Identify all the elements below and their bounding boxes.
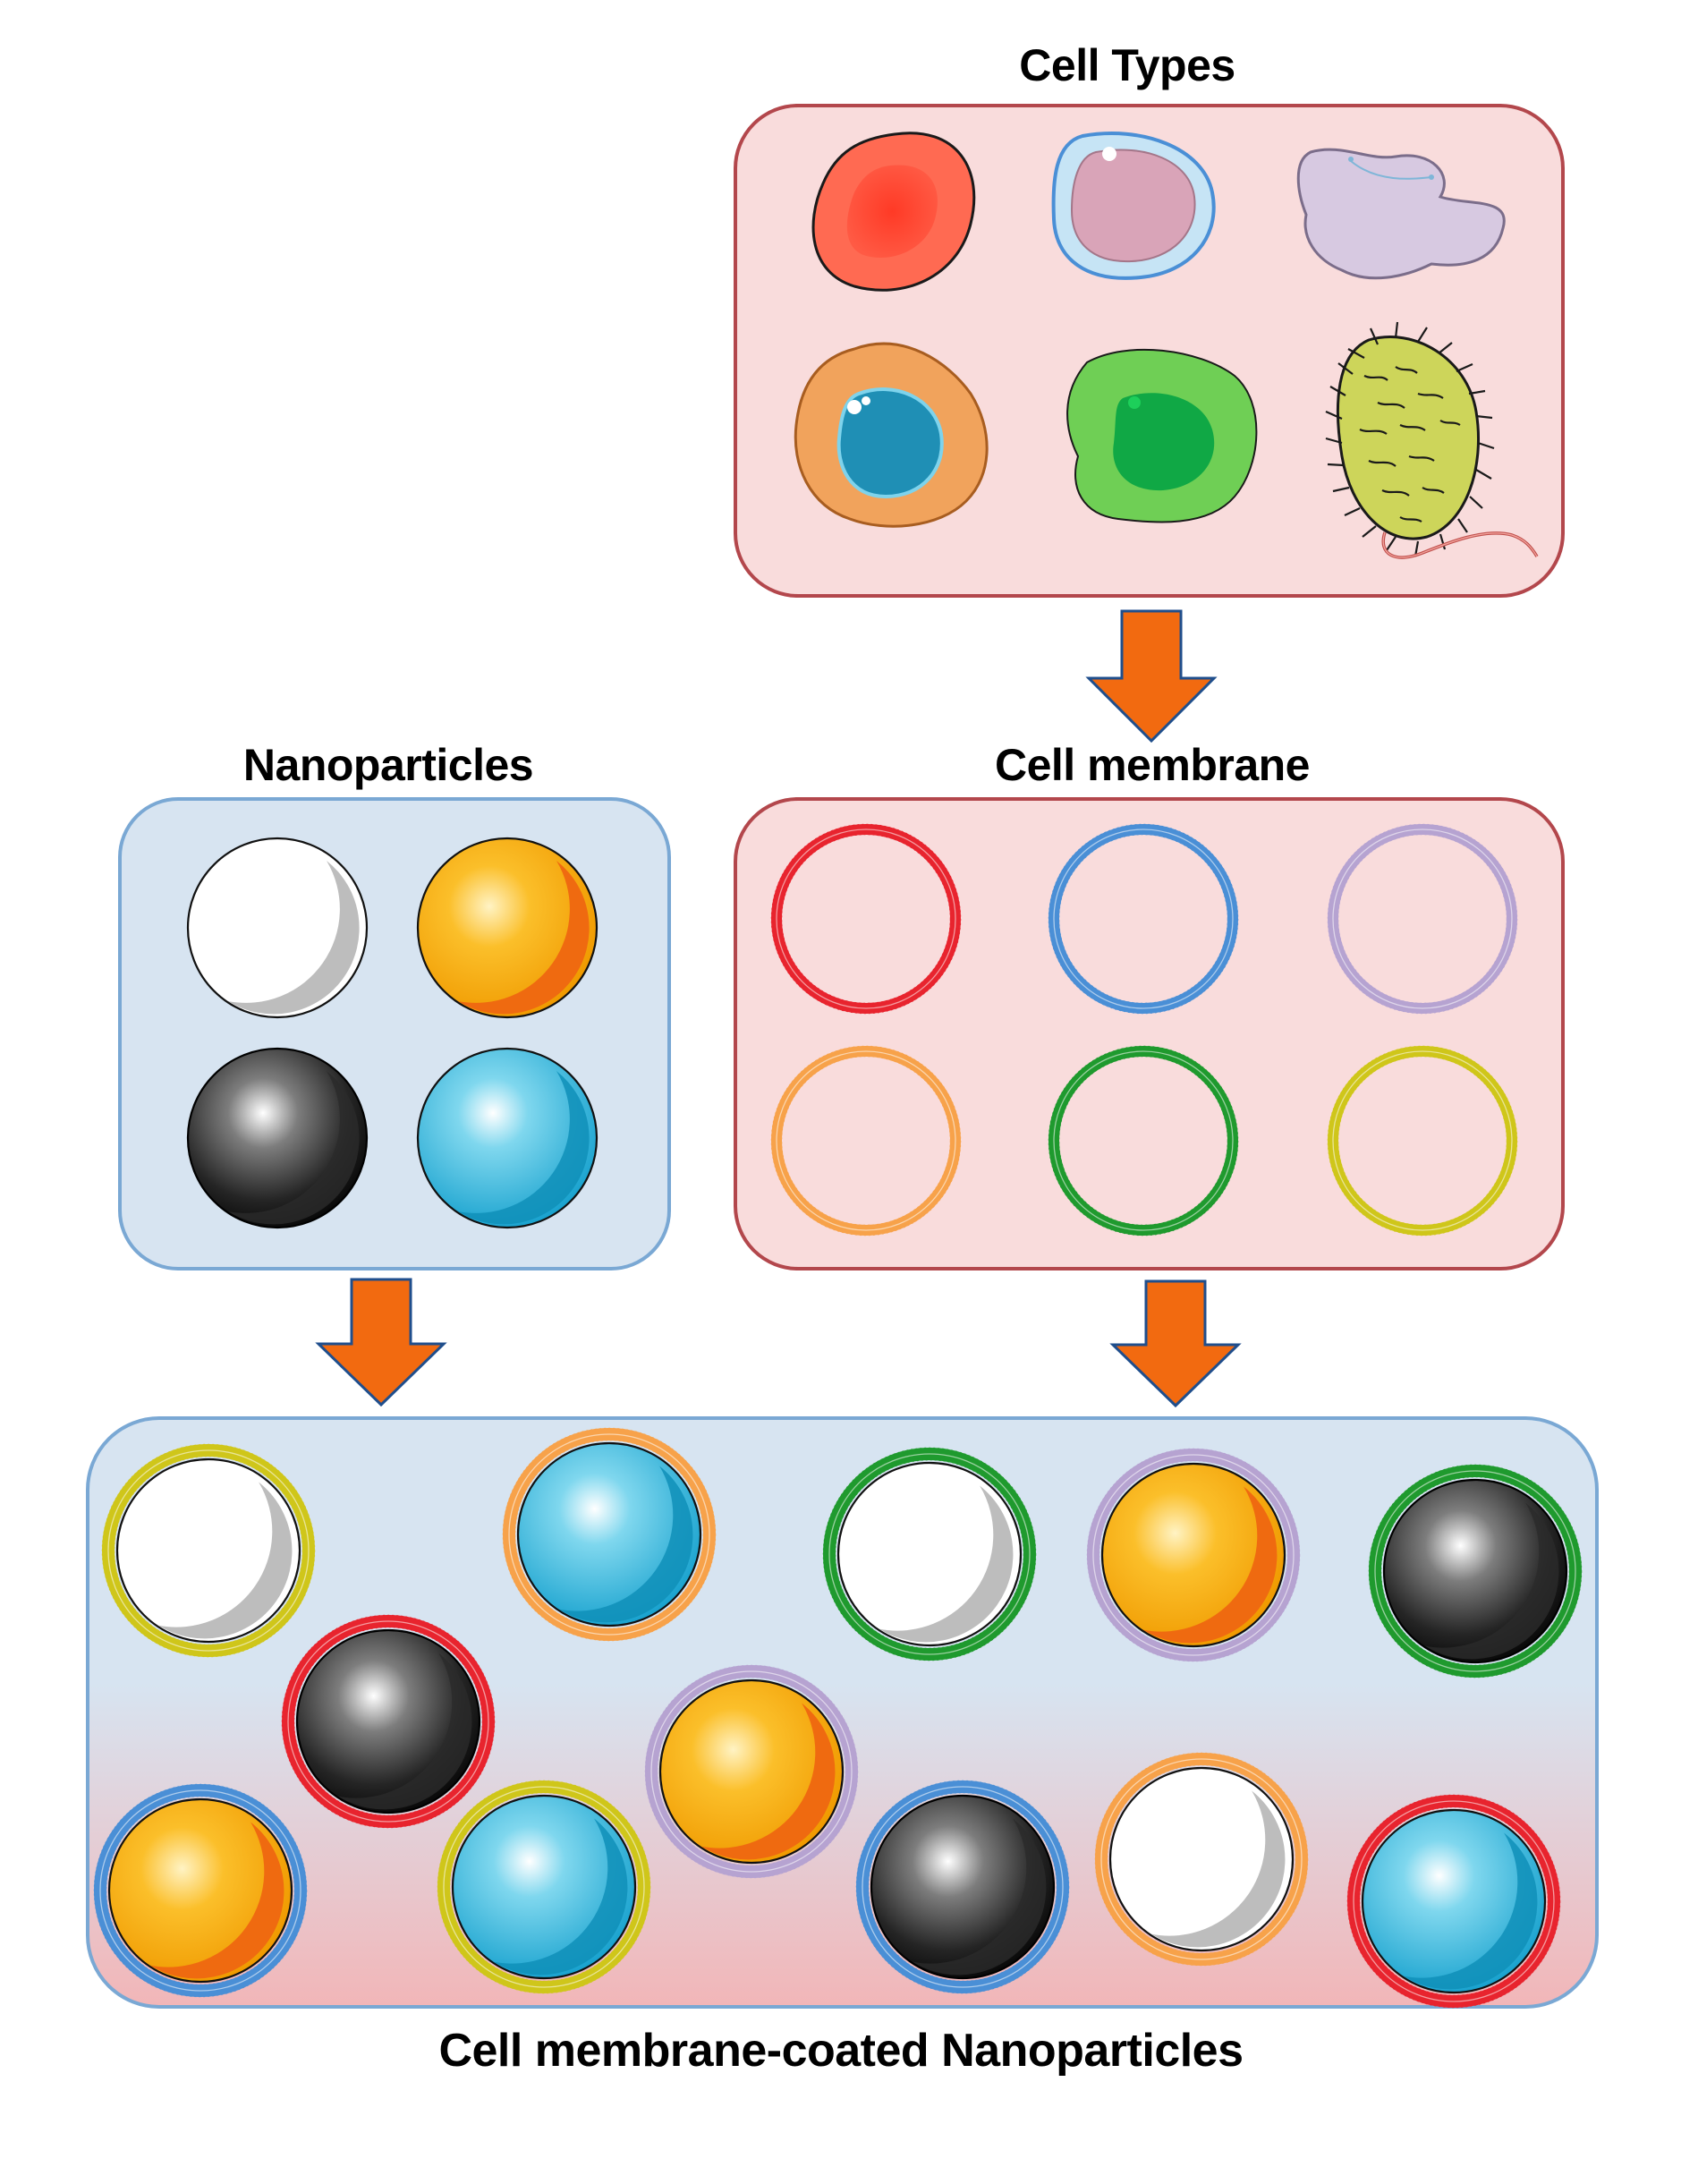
membrane-ring-lavender: [1327, 823, 1518, 1015]
coated-membrane-green-5: [1368, 1464, 1583, 1678]
coated-core-gold-4: [1100, 1462, 1286, 1648]
arrow-cell-types-to-membrane: [1085, 609, 1218, 744]
coated-core-gold-9: [107, 1797, 293, 1984]
membrane-ring-blue: [1048, 823, 1239, 1015]
coated-membrane-red-12: [1346, 1794, 1561, 2009]
cancer-cell-icon: [794, 342, 989, 528]
coated-core-black-5: [1382, 1478, 1568, 1664]
nanoparticle-gold: [416, 837, 599, 1019]
membrane-ring-green: [1048, 1045, 1239, 1236]
membrane-ring-orange: [770, 1045, 962, 1236]
membrane-ring-yellow: [1327, 1045, 1518, 1236]
coated-core-black-11: [870, 1794, 1056, 1980]
nanoparticle-cyan: [416, 1047, 599, 1229]
coated-membrane-green-3: [822, 1447, 1037, 1661]
nanoparticles-title: Nanoparticles: [242, 740, 534, 790]
coated-membrane-yellow-1: [101, 1443, 316, 1658]
nanoparticles-panel: [118, 797, 671, 1270]
cell-membrane-title: Cell membrane: [995, 740, 1310, 790]
coated-membrane-blue-9: [93, 1783, 308, 1998]
coated-core-cyan-12: [1361, 1808, 1547, 1994]
coated-core-cyan-2: [516, 1441, 702, 1627]
bacterium-icon: [1325, 321, 1539, 559]
coated-membrane-lavender-4: [1086, 1448, 1301, 1662]
red-blood-cell-icon: [811, 132, 976, 292]
coated-nanoparticles-title: Cell membrane-coated Nanoparticles: [438, 2025, 1244, 2077]
coated-core-black-6: [295, 1628, 481, 1814]
cell-types-title: Cell Types: [1019, 40, 1235, 90]
coated-membrane-yellow-10: [437, 1780, 651, 1994]
coated-membrane-orange-2: [502, 1427, 717, 1642]
nanoparticle-white: [186, 837, 369, 1019]
nanoparticle-black: [186, 1047, 369, 1229]
coated-core-white-8: [1108, 1766, 1295, 1952]
arrow-membrane-to-coated: [1109, 1279, 1242, 1408]
coated-membrane-blue-11: [855, 1780, 1070, 1994]
stem-cell-icon: [1066, 348, 1258, 523]
arrow-nanoparticles-to-coated: [315, 1278, 447, 1407]
coated-membrane-lavender-7: [644, 1664, 859, 1879]
coated-membrane-orange-8: [1094, 1752, 1309, 1967]
coated-core-cyan-10: [451, 1794, 637, 1980]
coated-core-white-3: [836, 1461, 1023, 1647]
cell-membrane-panel: [734, 797, 1565, 1270]
membrane-ring-red: [770, 823, 962, 1015]
coated-core-gold-7: [658, 1678, 845, 1865]
platelet-icon: [1296, 148, 1506, 280]
coated-core-white-1: [115, 1457, 301, 1644]
lymphocyte-icon: [1051, 132, 1216, 280]
coated-membrane-red-6: [281, 1614, 496, 1829]
